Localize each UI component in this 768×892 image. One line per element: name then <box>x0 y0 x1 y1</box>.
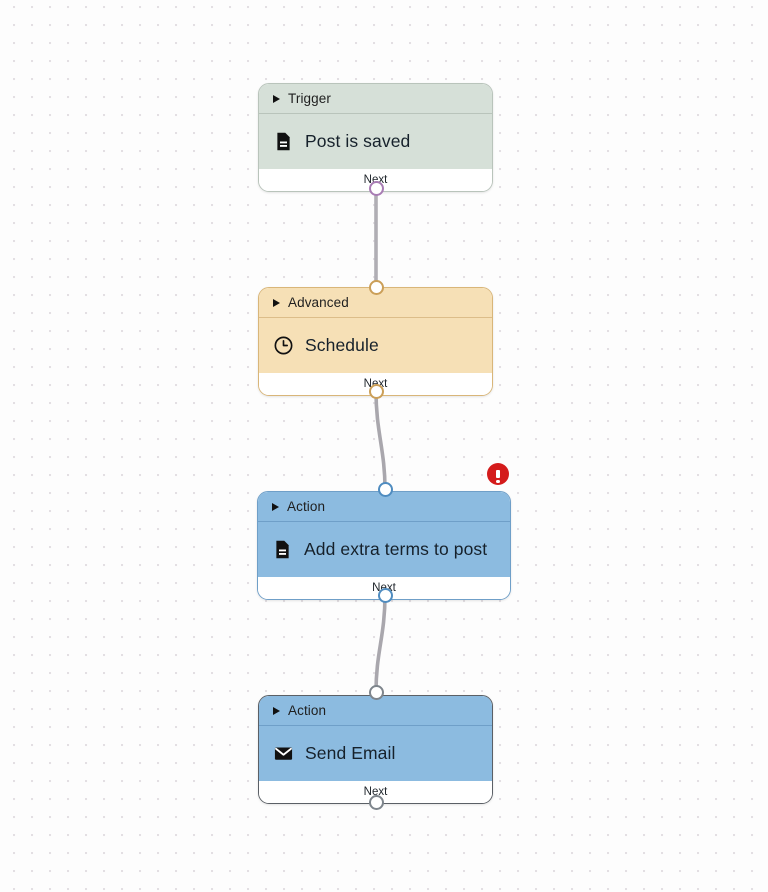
node-body[interactable]: Schedule <box>259 318 492 373</box>
chevron-right-icon[interactable] <box>272 502 279 511</box>
port-action2-in[interactable] <box>368 684 384 700</box>
node-category-label: Advanced <box>288 295 349 310</box>
workflow-node-action-send-email[interactable]: Action Send Email Next <box>258 695 493 804</box>
error-badge-action-add-extra-terms-to-post[interactable] <box>487 463 509 485</box>
node-category-label: Trigger <box>288 91 331 106</box>
envelope-icon <box>274 747 293 760</box>
port-action1-in[interactable] <box>377 481 393 497</box>
port-trigger-out[interactable] <box>368 180 384 196</box>
workflow-node-advanced-schedule[interactable]: Advanced Schedule Next <box>258 287 493 396</box>
node-header[interactable]: Advanced <box>259 288 492 318</box>
node-body[interactable]: Send Email <box>259 726 492 781</box>
node-header[interactable]: Trigger <box>259 84 492 114</box>
node-category-label: Action <box>288 703 327 718</box>
document-icon <box>276 540 289 559</box>
node-header[interactable]: Action <box>259 696 492 726</box>
edge-action1-to-action2 <box>374 593 387 694</box>
clock-icon <box>274 336 293 355</box>
node-header[interactable]: Action <box>258 492 510 522</box>
chevron-right-icon[interactable] <box>273 94 280 103</box>
document-icon <box>277 132 290 151</box>
port-action2-out[interactable] <box>368 794 384 810</box>
node-title: Post is saved <box>305 131 411 151</box>
workflow-node-action-add-extra-terms-to-post[interactable]: Action Add extra terms to post Next <box>257 491 511 600</box>
edge-advanced-to-action1 <box>374 389 387 491</box>
workflow-node-trigger-post-is-saved[interactable]: Trigger Post is saved Next <box>258 83 493 192</box>
node-next-label: Next <box>363 786 388 798</box>
node-title: Send Email <box>305 743 396 763</box>
node-next-button[interactable]: Next <box>259 781 492 803</box>
port-advanced-in[interactable] <box>368 279 384 295</box>
port-action1-out[interactable] <box>377 587 393 603</box>
chevron-right-icon[interactable] <box>273 706 280 715</box>
exclamation-icon <box>496 470 501 484</box>
node-body[interactable]: Add extra terms to post <box>258 522 510 577</box>
chevron-right-icon[interactable] <box>273 298 280 307</box>
node-body[interactable]: Post is saved <box>259 114 492 169</box>
node-title: Add extra terms to post <box>304 539 488 559</box>
node-title: Schedule <box>305 335 379 355</box>
node-category-label: Action <box>287 499 326 514</box>
port-advanced-out[interactable] <box>368 383 384 399</box>
